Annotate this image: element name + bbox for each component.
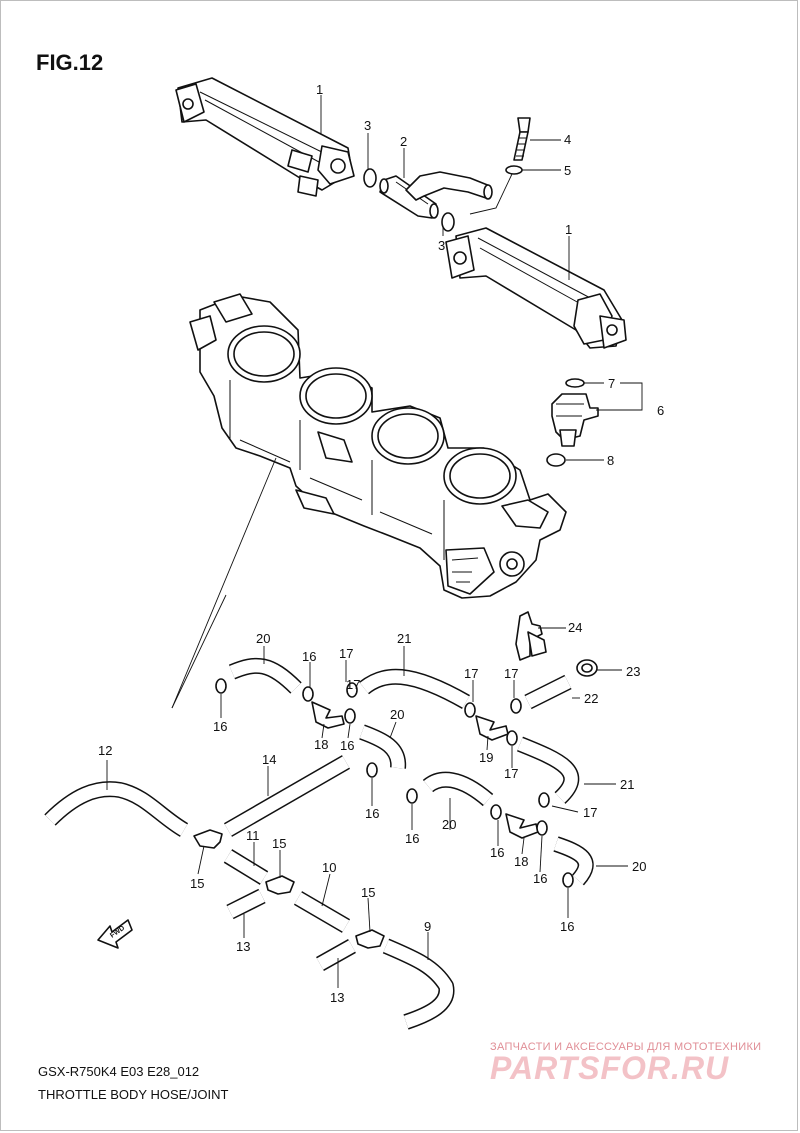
- callout-label: 10: [322, 860, 336, 875]
- callout-label: 16: [340, 738, 354, 753]
- callout-label: 22: [584, 691, 598, 706]
- callout-label: 24: [568, 620, 582, 635]
- vacuum-hose-9[interactable]: [382, 938, 455, 1030]
- watermark-tagline: ЗАПЧАСТИ И АКСЕССУАРЫ ДЛЯ МОТОТЕХНИКИ: [490, 1041, 762, 1053]
- hose-clamp-bracket[interactable]: [515, 611, 547, 661]
- callout-label: 16: [213, 719, 227, 734]
- vacuum-hose-13-right[interactable]: [316, 939, 356, 971]
- joint-18-upper[interactable]: [311, 701, 345, 729]
- vacuum-hose-21-right[interactable]: [517, 736, 580, 804]
- callout-label: 9: [424, 919, 431, 934]
- callout-label: 17: [504, 666, 518, 681]
- callout-label: 21: [620, 777, 634, 792]
- callout-label: 2: [400, 134, 407, 149]
- model-code-caption: GSX-R750K4 E03 E28_012: [38, 1064, 200, 1079]
- injector-seal[interactable]: [546, 453, 566, 467]
- hose-clip[interactable]: [576, 659, 598, 677]
- callout-label: 16: [490, 845, 504, 860]
- callout-label: 16: [405, 831, 419, 846]
- callout-label: 16: [365, 806, 379, 821]
- vacuum-hose-10[interactable]: [293, 891, 351, 933]
- vacuum-hose-20-center[interactable]: [422, 771, 494, 807]
- callout-label: 18: [514, 854, 528, 869]
- callout-label: 8: [607, 453, 614, 468]
- callout-label: 21: [397, 631, 411, 646]
- joint-19[interactable]: [475, 715, 509, 741]
- callout-label: 16: [560, 919, 574, 934]
- callout-label: 3: [364, 118, 371, 133]
- callout-label: 15: [361, 885, 375, 900]
- callout-label: 12: [98, 743, 112, 758]
- part-callout-labels: 1 3 2 4 5 3 1 7 6 8 24 23 20 16 17 21 17…: [98, 82, 664, 1005]
- callout-label: 20: [390, 707, 404, 722]
- callout-label: 16: [302, 649, 316, 664]
- throttle-body-assembly[interactable]: [189, 293, 567, 599]
- callout-label: 19: [479, 750, 493, 765]
- watermark-logo: PARTSFOR.RU: [490, 1050, 730, 1086]
- vacuum-hose-22[interactable]: [524, 674, 572, 710]
- joint-15-left[interactable]: [193, 829, 223, 849]
- figure-name-caption: THROTTLE BODY HOSE/JOINT: [38, 1087, 229, 1102]
- vacuum-hose-13-left[interactable]: [226, 888, 266, 920]
- injector-cushion[interactable]: [565, 378, 585, 388]
- callout-label: 16: [533, 871, 547, 886]
- callout-label: 7: [608, 376, 615, 391]
- forward-direction-arrow: FWD: [97, 919, 133, 949]
- fuel-delivery-pipe-lower[interactable]: [445, 227, 627, 349]
- figure-title: FIG.12: [36, 50, 104, 75]
- o-ring-lower[interactable]: [441, 212, 455, 232]
- leader-lines: [106, 95, 643, 988]
- fuel-injector[interactable]: [551, 393, 599, 447]
- callout-label: 17: [339, 646, 353, 661]
- callout-label: 17: [464, 666, 478, 681]
- callout-label: 1: [565, 222, 572, 237]
- vacuum-hose-20-mid[interactable]: [359, 724, 407, 769]
- callout-label: 1: [316, 82, 323, 97]
- callout-label: 17: [583, 805, 597, 820]
- callout-label: 4: [564, 132, 571, 147]
- clamps[interactable]: [215, 678, 574, 888]
- vacuum-hose-14[interactable]: [224, 755, 350, 837]
- vacuum-hose-20-lower[interactable]: [553, 836, 594, 886]
- vacuum-hose-20-top[interactable]: [228, 657, 302, 694]
- callout-label: 14: [262, 752, 276, 767]
- callout-label: 15: [190, 876, 204, 891]
- joint-15-right[interactable]: [355, 929, 385, 949]
- fuel-joint-pipe[interactable]: [379, 171, 493, 219]
- o-ring-upper[interactable]: [363, 168, 377, 188]
- callout-label: 11: [246, 828, 260, 843]
- joint-15-mid[interactable]: [265, 875, 295, 895]
- callout-label: 13: [236, 939, 250, 954]
- vacuum-hose-12[interactable]: [44, 781, 189, 837]
- fuel-delivery-pipe-upper[interactable]: [175, 77, 355, 197]
- washer[interactable]: [505, 165, 523, 175]
- mounting-bolt[interactable]: [513, 117, 531, 161]
- callout-label: 23: [626, 664, 640, 679]
- callout-label: 15: [272, 836, 286, 851]
- joint-18-lower[interactable]: [505, 813, 539, 839]
- callout-label: 13: [330, 990, 344, 1005]
- callout-label: 17: [346, 677, 360, 692]
- callout-label: 6: [657, 403, 664, 418]
- callout-label: 17: [504, 766, 518, 781]
- vacuum-hose-11[interactable]: [223, 849, 269, 885]
- vacuum-hose-21-top[interactable]: [359, 668, 470, 709]
- callout-label: 18: [314, 737, 328, 752]
- callout-label: 3: [438, 238, 445, 253]
- callout-label: 20: [442, 817, 456, 832]
- callout-label: 20: [256, 631, 270, 646]
- callout-label: 5: [564, 163, 571, 178]
- callout-label: 20: [632, 859, 646, 874]
